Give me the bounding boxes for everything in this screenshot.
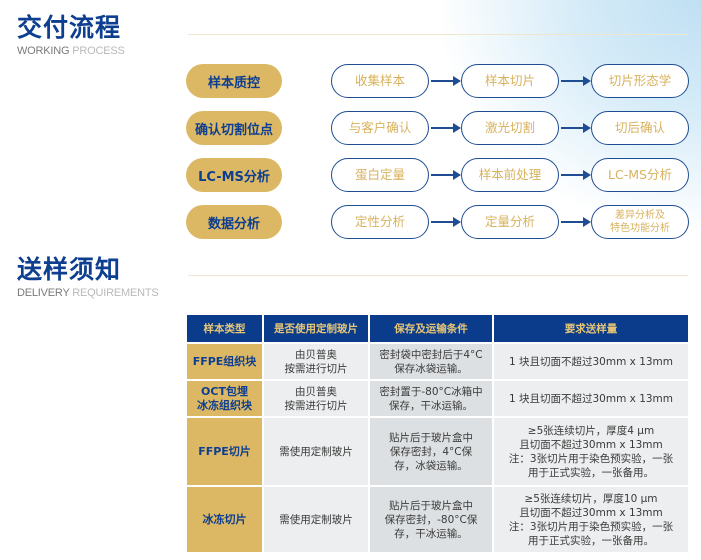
requirements-table: 样本类型 是否使用定制玻片 保存及运输条件 要求送样量 FFPE组织块 由贝普奥…	[185, 313, 690, 554]
cell-sample-type: OCT包埋冰冻组织块	[185, 379, 264, 418]
flow-row-cut-site: 确认切割位点 与客户确认 激光切割 切后确认	[0, 111, 701, 147]
cell-line: 1 块且切面不超过30mm x 13mm	[508, 355, 674, 368]
step-pill: 切后确认	[591, 111, 689, 145]
arrow-right-icon	[561, 170, 591, 180]
cell-line: 存，干冰运输。	[394, 527, 468, 540]
step-pill: 定性分析	[331, 205, 429, 239]
cell-line: ≥5张连续切片，厚度4 μm	[527, 424, 655, 437]
cell-line: 注：3张切片用于染色预实验，一张	[508, 520, 674, 533]
table-row: FFPE切片 需使用定制玻片 贴片后于玻片盒中保存密封，4°C保存，冰袋运输。 …	[185, 416, 690, 487]
header-custom-slide: 是否使用定制玻片	[262, 313, 370, 344]
step-pill: 蛋白定量	[331, 158, 429, 192]
delivery-subtitle: DELIVERY REQUIREMENTS	[17, 287, 159, 299]
cell-storage: 密封置于-80°C冰箱中保存，干冰运输。	[368, 379, 494, 418]
cell-line: 贴片后于玻片盒中	[389, 499, 473, 512]
cell-line: ≥5张连续切片，厚度10 μm	[524, 492, 658, 505]
cell-line: 需使用定制玻片	[279, 445, 353, 458]
stage-pill: 样本质控	[186, 64, 282, 98]
flow-row-lcms: LC-MS分析 蛋白定量 样本前处理 LC-MS分析	[0, 158, 701, 194]
process-title: 交付流程	[17, 13, 122, 42]
flow-row-qc: 样本质控 收集样本 样本切片 切片形态学	[0, 64, 701, 100]
table-row: OCT包埋冰冻组织块 由贝普奥按需进行切片 密封置于-80°C冰箱中保存，干冰运…	[185, 379, 690, 418]
cell-line: 且切面不超过30mm x 13mm	[519, 438, 663, 451]
arrow-right-icon	[431, 170, 461, 180]
step-pill: 与客户确认	[331, 111, 429, 145]
cell-line: FFPE切片	[198, 444, 251, 458]
cell-line: 用于正式实验，一张备用。	[528, 534, 654, 547]
flow-row-data-analysis: 数据分析 定性分析 定量分析 差异分析及 特色功能分析	[0, 205, 701, 241]
header-sample-type: 样本类型	[185, 313, 264, 344]
cell-line: 保存冰袋运输。	[394, 362, 468, 375]
process-divider	[188, 34, 688, 35]
cell-line: 冰冻组织块	[197, 398, 252, 412]
delivery-divider	[188, 275, 688, 276]
cell-line: OCT包埋	[201, 384, 248, 398]
step-pill: 样本前处理	[461, 158, 559, 192]
cell-custom-slide: 由贝普奥按需进行切片	[262, 379, 370, 418]
cell-line: 且切面不超过30mm x 13mm	[519, 506, 663, 519]
header-storage: 保存及运输条件	[368, 313, 494, 344]
arrow-right-icon	[431, 217, 461, 227]
delivery-subtitle-light: REQUIREMENTS	[72, 287, 159, 299]
arrow-right-icon	[561, 76, 591, 86]
cell-line: 1 块且切面不超过30mm x 13mm	[508, 392, 674, 405]
cell-custom-slide: 需使用定制玻片	[262, 485, 370, 554]
cell-line: 存，冰袋运输。	[394, 459, 468, 472]
process-subtitle: WORKING PROCESS	[17, 45, 125, 57]
cell-amount: 1 块且切面不超过30mm x 13mm	[492, 379, 690, 418]
header-amount: 要求送样量	[492, 313, 690, 344]
cell-sample-type: 冰冻切片	[185, 485, 264, 554]
step-pill: 样本切片	[461, 64, 559, 98]
table-row: 冰冻切片 需使用定制玻片 贴片后于玻片盒中保存密封，-80°C保存，干冰运输。 …	[185, 485, 690, 554]
cell-line: 由贝普奥	[295, 385, 337, 398]
step-pill: LC-MS分析	[591, 158, 689, 192]
table-header-row: 样本类型 是否使用定制玻片 保存及运输条件 要求送样量	[185, 313, 690, 344]
cell-line: 密封袋中密封后于4°C	[379, 348, 483, 361]
cell-amount: 1 块且切面不超过30mm x 13mm	[492, 342, 690, 381]
cell-line: 用于正式实验，一张备用。	[528, 466, 654, 479]
cell-storage: 贴片后于玻片盒中保存密封，-80°C保存，干冰运输。	[368, 485, 494, 554]
cell-sample-type: FFPE切片	[185, 416, 264, 487]
cell-line: 保存密封，-80°C保	[384, 513, 478, 526]
cell-line: 由贝普奥	[295, 348, 337, 361]
arrow-right-icon	[431, 123, 461, 133]
cell-custom-slide: 由贝普奥按需进行切片	[262, 342, 370, 381]
cell-line: FFPE组织块	[192, 354, 257, 368]
step-pill: 切片形态学	[591, 64, 689, 98]
cell-line: 保存，干冰运输。	[389, 399, 473, 412]
step-pill: 激光切割	[461, 111, 559, 145]
cell-storage: 贴片后于玻片盒中保存密封，4°C保存，冰袋运输。	[368, 416, 494, 487]
delivery-subtitle-dark: DELIVERY	[17, 287, 70, 299]
step-pill: 收集样本	[331, 64, 429, 98]
step-pill: 差异分析及 特色功能分析	[591, 205, 689, 239]
cell-line: 需使用定制玻片	[279, 513, 353, 526]
arrow-right-icon	[561, 123, 591, 133]
cell-line: 贴片后于玻片盒中	[389, 431, 473, 444]
delivery-title: 送样须知	[17, 255, 122, 284]
process-subtitle-dark: WORKING	[17, 45, 70, 57]
cell-line: 注：3张切片用于染色预实验，一张	[508, 452, 674, 465]
cell-line: 冰冻切片	[202, 512, 247, 526]
cell-line: 保存密封，4°C保	[389, 445, 473, 458]
cell-custom-slide: 需使用定制玻片	[262, 416, 370, 487]
cell-line: 按需进行切片	[284, 362, 348, 375]
step-pill: 定量分析	[461, 205, 559, 239]
stage-pill: 确认切割位点	[186, 111, 282, 145]
stage-pill: LC-MS分析	[186, 158, 282, 192]
stage-pill: 数据分析	[186, 205, 282, 239]
process-subtitle-light: PROCESS	[72, 45, 125, 57]
cell-line: 密封置于-80°C冰箱中	[379, 385, 483, 398]
arrow-right-icon	[431, 76, 461, 86]
cell-line: 按需进行切片	[284, 399, 348, 412]
cell-sample-type: FFPE组织块	[185, 342, 264, 381]
arrow-right-icon	[561, 217, 591, 227]
